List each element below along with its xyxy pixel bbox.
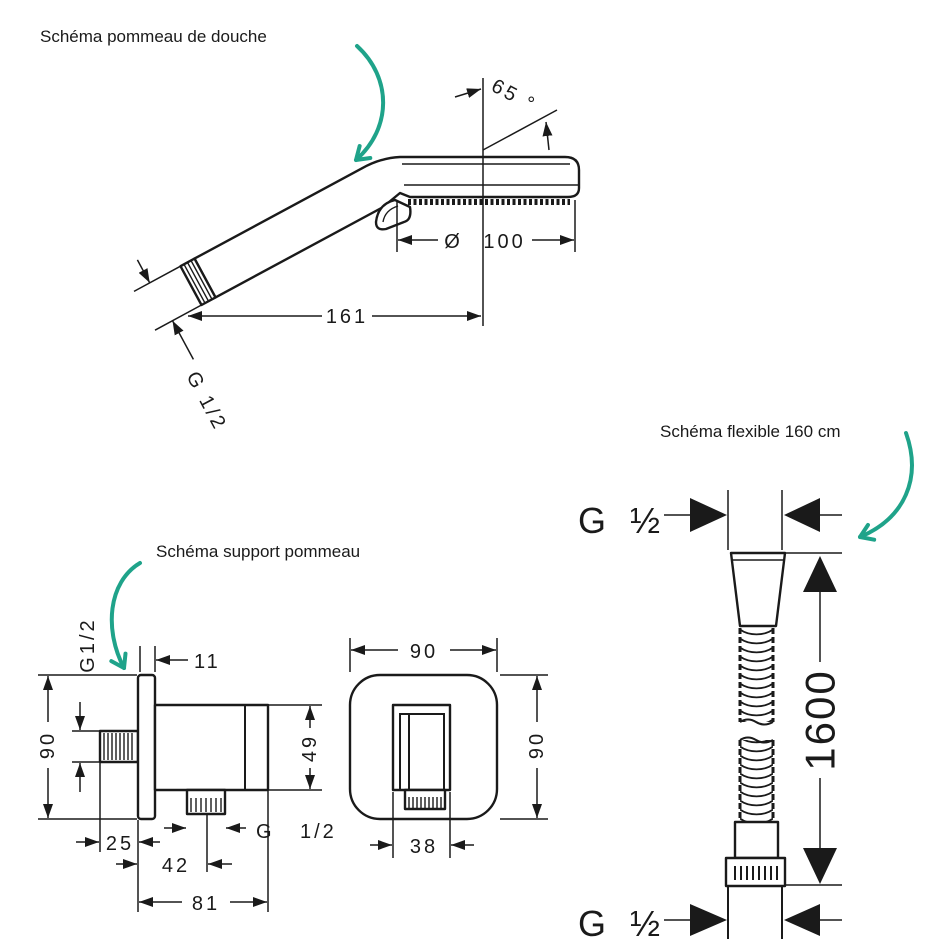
holder-wall-plate <box>136 673 157 821</box>
hose-length-label: 1600 <box>797 669 844 770</box>
bottom-thread-arrowhead <box>784 904 820 936</box>
length-arrowhead-up <box>803 556 837 592</box>
shower-head-title: Schéma pommeau de douche <box>40 27 267 46</box>
holder-side-view: G 1/2 <box>37 617 337 915</box>
angle-dimension-arrow <box>454 88 482 98</box>
nipple-length-label: 25 <box>106 833 134 855</box>
nut-width-label: 38 <box>410 836 438 858</box>
handle-thread-hatching <box>183 260 213 304</box>
hose-coil-lower <box>740 740 773 822</box>
body-height-label: 49 <box>299 734 321 762</box>
hose-break-line <box>739 718 774 726</box>
head-diameter-label: Ø 100 <box>444 231 525 253</box>
nipple-thread-hatching <box>103 733 133 760</box>
plate-thickness-label: 11 <box>194 651 221 673</box>
holder-depth-label: 81 <box>192 893 220 915</box>
holder-thread-label: G1/2 <box>77 617 99 672</box>
angle-dimension-arrow <box>542 121 553 151</box>
angle-reference-line <box>482 109 558 151</box>
thread-extension-line <box>133 265 181 293</box>
thread-leader-arrow <box>171 320 195 360</box>
holder-diagram: Schéma support pommeau G 1/2 <box>37 542 548 915</box>
hose-top-fitting <box>729 551 787 628</box>
holder-front-view: 90 90 38 <box>348 638 548 858</box>
hose-bottom-neck <box>733 820 780 860</box>
length-arrowhead-down <box>803 848 837 884</box>
thumb-grip <box>374 198 412 231</box>
front-nut-hatching <box>408 797 442 808</box>
holder-outlet <box>185 788 227 816</box>
hose-bottom-body <box>727 886 783 939</box>
outlet-thread-g-label: G <box>256 821 275 843</box>
hose-top-thread-label: G ½ <box>578 500 660 541</box>
outlet-offset-label: 42 <box>162 855 190 877</box>
shower-head-diagram: Schéma pommeau de douche G 1/2 161 65 ° <box>40 27 581 435</box>
front-height-label: 90 <box>526 731 548 759</box>
hose-pointer-arrow <box>858 431 914 542</box>
holder-front-cradle <box>391 703 452 792</box>
holder-body <box>153 703 270 792</box>
shower-head-pointer-arrow <box>354 44 385 162</box>
thumb-grip-line <box>382 205 399 223</box>
angle-label: 65 ° <box>488 75 541 117</box>
holder-cradle-inner <box>399 713 445 790</box>
bottom-thread-arrowhead <box>690 904 727 936</box>
outlet-thread-hatching <box>190 798 222 812</box>
hose-coil-upper <box>740 628 773 722</box>
handle-length-label: 161 <box>326 306 368 328</box>
outlet-thread-size-label: 1/2 <box>300 821 337 843</box>
handle-thread-label: G 1/2 <box>182 368 231 435</box>
hose-title: Schéma flexible 160 cm <box>660 422 840 441</box>
thread-dimension-arrow <box>136 259 151 284</box>
holder-height-label: 90 <box>37 731 59 759</box>
hose-nut-knurling <box>734 866 778 880</box>
top-thread-arrowhead <box>784 498 820 532</box>
front-width-label: 90 <box>410 641 438 663</box>
holder-pointer-arrow <box>109 561 142 670</box>
thread-extension-line <box>154 304 202 331</box>
top-thread-arrowhead <box>690 498 727 532</box>
hose-bottom-thread-label: G ½ <box>578 903 660 940</box>
hose-diagram: Schéma flexible 160 cm G ½ <box>578 422 914 940</box>
holder-title: Schéma support pommeau <box>156 542 360 561</box>
